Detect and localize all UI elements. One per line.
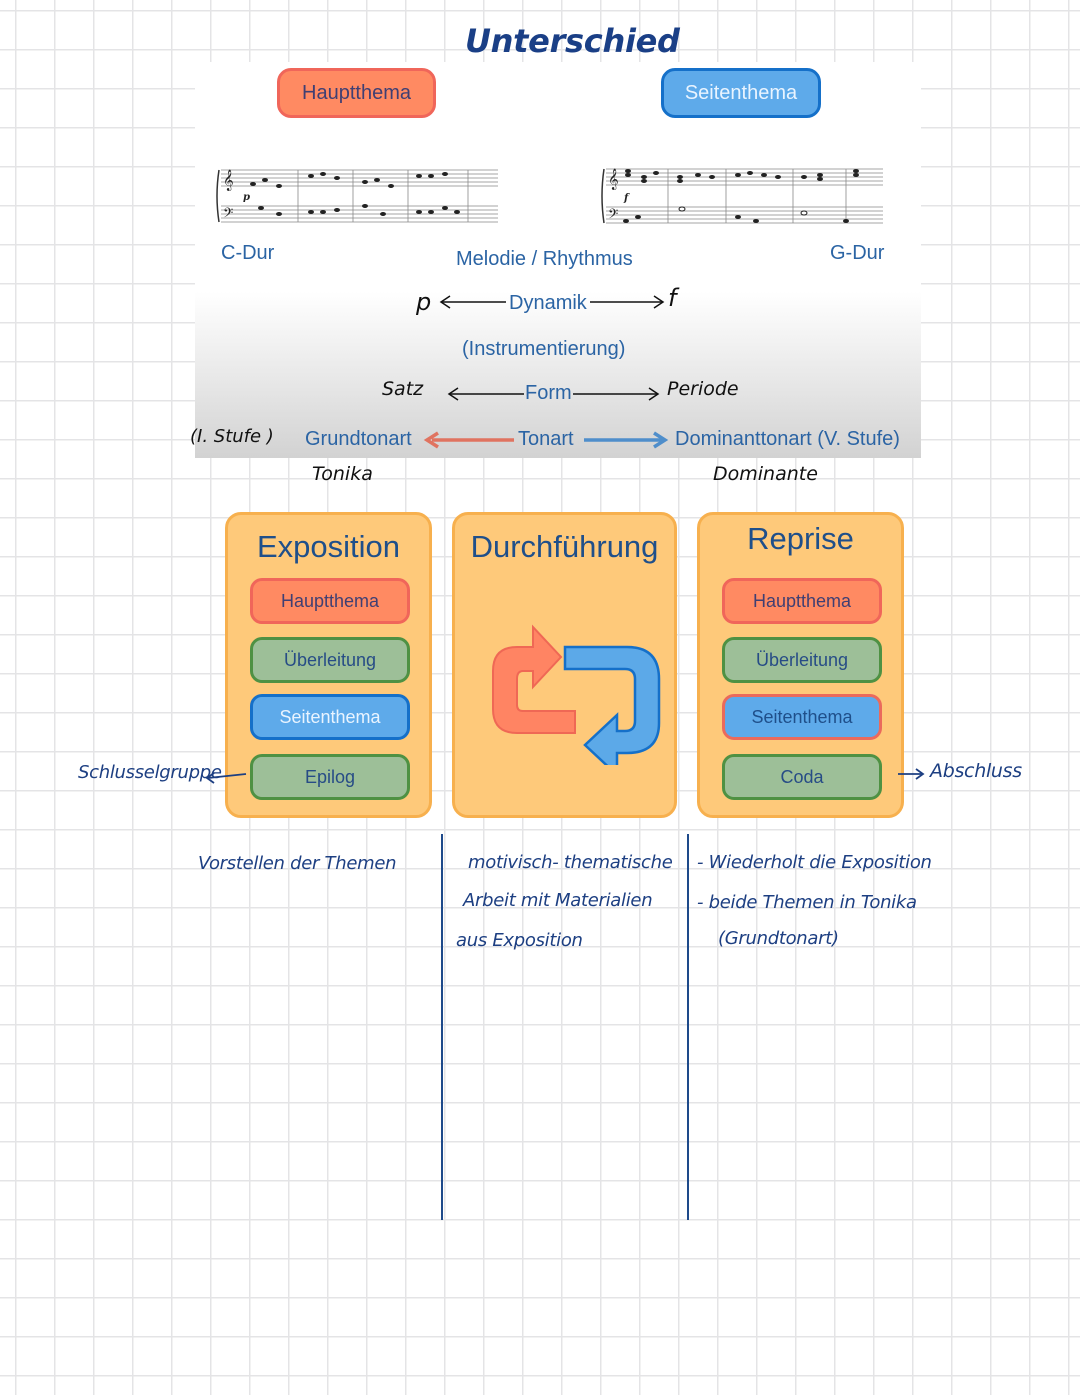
development-note-line-1: motivisch- thematische bbox=[468, 852, 673, 873]
development-block: Durchführung bbox=[452, 512, 677, 818]
score-seitenthema: 𝄞 𝄢 f bbox=[598, 155, 883, 231]
arrow-left-icon bbox=[205, 772, 247, 784]
seitenthema-label: Seitenthema bbox=[661, 68, 821, 118]
arrow-right-icon bbox=[898, 768, 925, 780]
arrow-left-icon bbox=[447, 387, 524, 401]
recapitulation-note-line-1: - Wiederholt die Exposition bbox=[697, 852, 932, 873]
key-label-g-dur: G-Dur bbox=[830, 242, 885, 264]
exposition-title: Exposition bbox=[256, 529, 401, 564]
svg-text:f: f bbox=[623, 193, 630, 204]
svg-text:𝄞: 𝄞 bbox=[608, 169, 619, 190]
svg-text:𝄞: 𝄞 bbox=[223, 170, 234, 191]
tonika-note: Tonika bbox=[312, 463, 373, 485]
form-satz: Satz bbox=[382, 378, 424, 400]
recapitulation-coda: Coda bbox=[722, 754, 882, 800]
form-label: Form bbox=[525, 382, 572, 404]
grundtonart-label: Grundtonart bbox=[305, 428, 412, 450]
arrow-left-red-icon bbox=[423, 431, 514, 449]
melody-rhythm-label: Melodie / Rhythmus bbox=[456, 248, 633, 270]
form-periode: Periode bbox=[667, 378, 739, 400]
exposition-note: Vorstellen der Themen bbox=[198, 853, 397, 874]
comparison-panel bbox=[195, 62, 921, 458]
recapitulation-block: Reprise Hauptthema Überleitung Seitenthe… bbox=[697, 512, 904, 818]
sheet-music-icon: 𝄞 𝄢 p bbox=[216, 169, 498, 224]
dynamic-forte: f bbox=[668, 284, 677, 312]
dynamic-piano: p bbox=[416, 288, 432, 316]
dominante-note: Dominante bbox=[713, 463, 818, 485]
repeat-cycle-icon bbox=[492, 624, 661, 765]
stufe-note: (I. Stufe ) bbox=[190, 426, 274, 447]
svg-text:𝄢: 𝄢 bbox=[608, 206, 618, 225]
recapitulation-note-line-2: - beide Themen in Tonika bbox=[697, 892, 917, 913]
exposition-block: Exposition Hauptthema Überleitung Seiten… bbox=[225, 512, 432, 818]
svg-text:𝄢: 𝄢 bbox=[223, 205, 233, 224]
recapitulation-note-line-3: (Grundtonart) bbox=[718, 928, 839, 949]
development-title: Durchführung bbox=[470, 529, 659, 564]
sheet-music-icon: 𝄞 𝄢 f bbox=[601, 168, 883, 225]
key-label-c-dur: C-Dur bbox=[221, 242, 275, 264]
column-divider-2 bbox=[687, 834, 689, 1220]
recapitulation-ueberleitung: Überleitung bbox=[722, 637, 882, 683]
recapitulation-hauptthema: Hauptthema bbox=[722, 578, 882, 624]
development-note-line-2: Arbeit mit Materialien bbox=[463, 890, 653, 911]
score-hauptthema: 𝄞 𝄢 p bbox=[213, 158, 498, 230]
recapitulation-seitenthema: Seitenthema bbox=[722, 694, 882, 740]
recapitulation-title: Reprise bbox=[747, 521, 854, 556]
abschluss-annotation: Abschluss bbox=[930, 760, 1022, 782]
tonart-label: Tonart bbox=[518, 428, 574, 450]
arrow-right-blue-icon bbox=[584, 431, 669, 449]
hauptthema-label: Hauptthema bbox=[277, 68, 436, 118]
development-note-line-3: aus Exposition bbox=[456, 930, 583, 951]
exposition-ueberleitung: Überleitung bbox=[250, 637, 410, 683]
arrow-left-icon bbox=[439, 295, 506, 309]
arrow-right-icon bbox=[590, 295, 665, 309]
instrumentation-label: (Instrumentierung) bbox=[462, 338, 626, 360]
dynamics-label: Dynamik bbox=[509, 292, 587, 314]
column-divider-1 bbox=[441, 834, 443, 1220]
dominanttonart-label: Dominanttonart (V. Stufe) bbox=[675, 428, 900, 450]
page-title: Unterschied bbox=[465, 22, 680, 60]
svg-text:p: p bbox=[243, 192, 250, 203]
exposition-hauptthema: Hauptthema bbox=[250, 578, 410, 624]
schlussgruppe-annotation: Schlusselgruppe bbox=[78, 762, 222, 783]
exposition-epilog: Epilog bbox=[250, 754, 410, 800]
exposition-seitenthema: Seitenthema bbox=[250, 694, 410, 740]
arrow-right-icon bbox=[573, 387, 660, 401]
